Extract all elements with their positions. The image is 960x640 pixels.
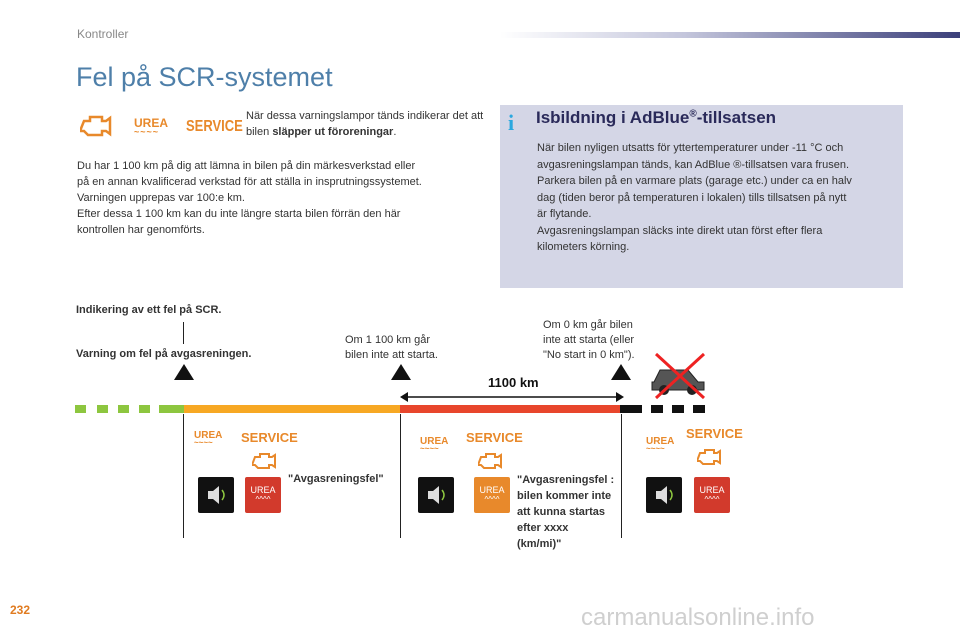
intro-paragraph: Du har 1 100 km på dig att lämna in bile… xyxy=(77,160,422,236)
arrow-up-marker xyxy=(174,364,194,380)
page-title: Fel på SCR-systemet xyxy=(76,62,333,92)
urea-lamp-icon: UREA~~~~ xyxy=(194,430,223,447)
engine-warning-icon xyxy=(478,453,502,469)
service-lamp-icon: SERVICE xyxy=(241,430,298,445)
message-2: "Avgasreningsfel : bilen kommer inte att… xyxy=(517,474,615,550)
stage-line xyxy=(621,414,622,538)
info-text: När bilen nyligen utsatts för yttertempe… xyxy=(537,142,852,253)
car-crossed-icon xyxy=(651,352,706,400)
lamp-description: När dessa varningslampor tänds indikerar… xyxy=(246,110,484,138)
distance-arrow xyxy=(400,392,624,402)
section-label: Kontroller xyxy=(77,27,129,41)
label-indication: Indikering av ett fel på SCR. xyxy=(76,304,222,316)
info-icon: i xyxy=(508,110,515,135)
urea-display-icon: UREA^^^^ xyxy=(245,477,281,513)
message-1: "Avgasreningsfel" xyxy=(288,473,384,485)
page-number: 232 xyxy=(10,603,31,617)
urea-display-icon: UREA^^^^ xyxy=(694,477,730,513)
connector-line xyxy=(183,322,184,344)
urea-display-icon: UREA^^^^ xyxy=(474,477,510,513)
service-lamp-icon: SERVICE xyxy=(186,116,243,135)
engine-warning-icon xyxy=(697,449,721,465)
urea-lamp-icon: UREA~~~~ xyxy=(646,436,675,453)
label-warning: Varning om fel på avgasreningen. xyxy=(76,348,252,360)
speaker-icon xyxy=(198,477,234,513)
distance-label: 1100 km xyxy=(488,375,539,390)
engine-warning-icon xyxy=(78,113,116,144)
timeline-bar xyxy=(75,405,725,413)
speaker-icon xyxy=(418,477,454,513)
urea-lamp-icon: UREA ~~~~ xyxy=(134,116,169,137)
urea-lamp-icon: UREA~~~~ xyxy=(420,436,449,453)
service-lamp-icon: SERVICE xyxy=(466,430,523,445)
info-title: Isbildning i AdBlue®-tillsatsen xyxy=(536,108,777,127)
watermark: carmanualsonline.info xyxy=(581,604,815,631)
header-bar xyxy=(500,32,960,38)
speaker-icon xyxy=(646,477,682,513)
arrow-up-marker xyxy=(611,364,631,380)
arrow-up-marker xyxy=(391,364,411,380)
info-box xyxy=(500,105,903,288)
service-lamp-icon: SERVICE xyxy=(686,426,743,441)
engine-warning-icon xyxy=(252,453,276,469)
stage-line xyxy=(183,414,184,538)
stage-line xyxy=(400,414,401,538)
